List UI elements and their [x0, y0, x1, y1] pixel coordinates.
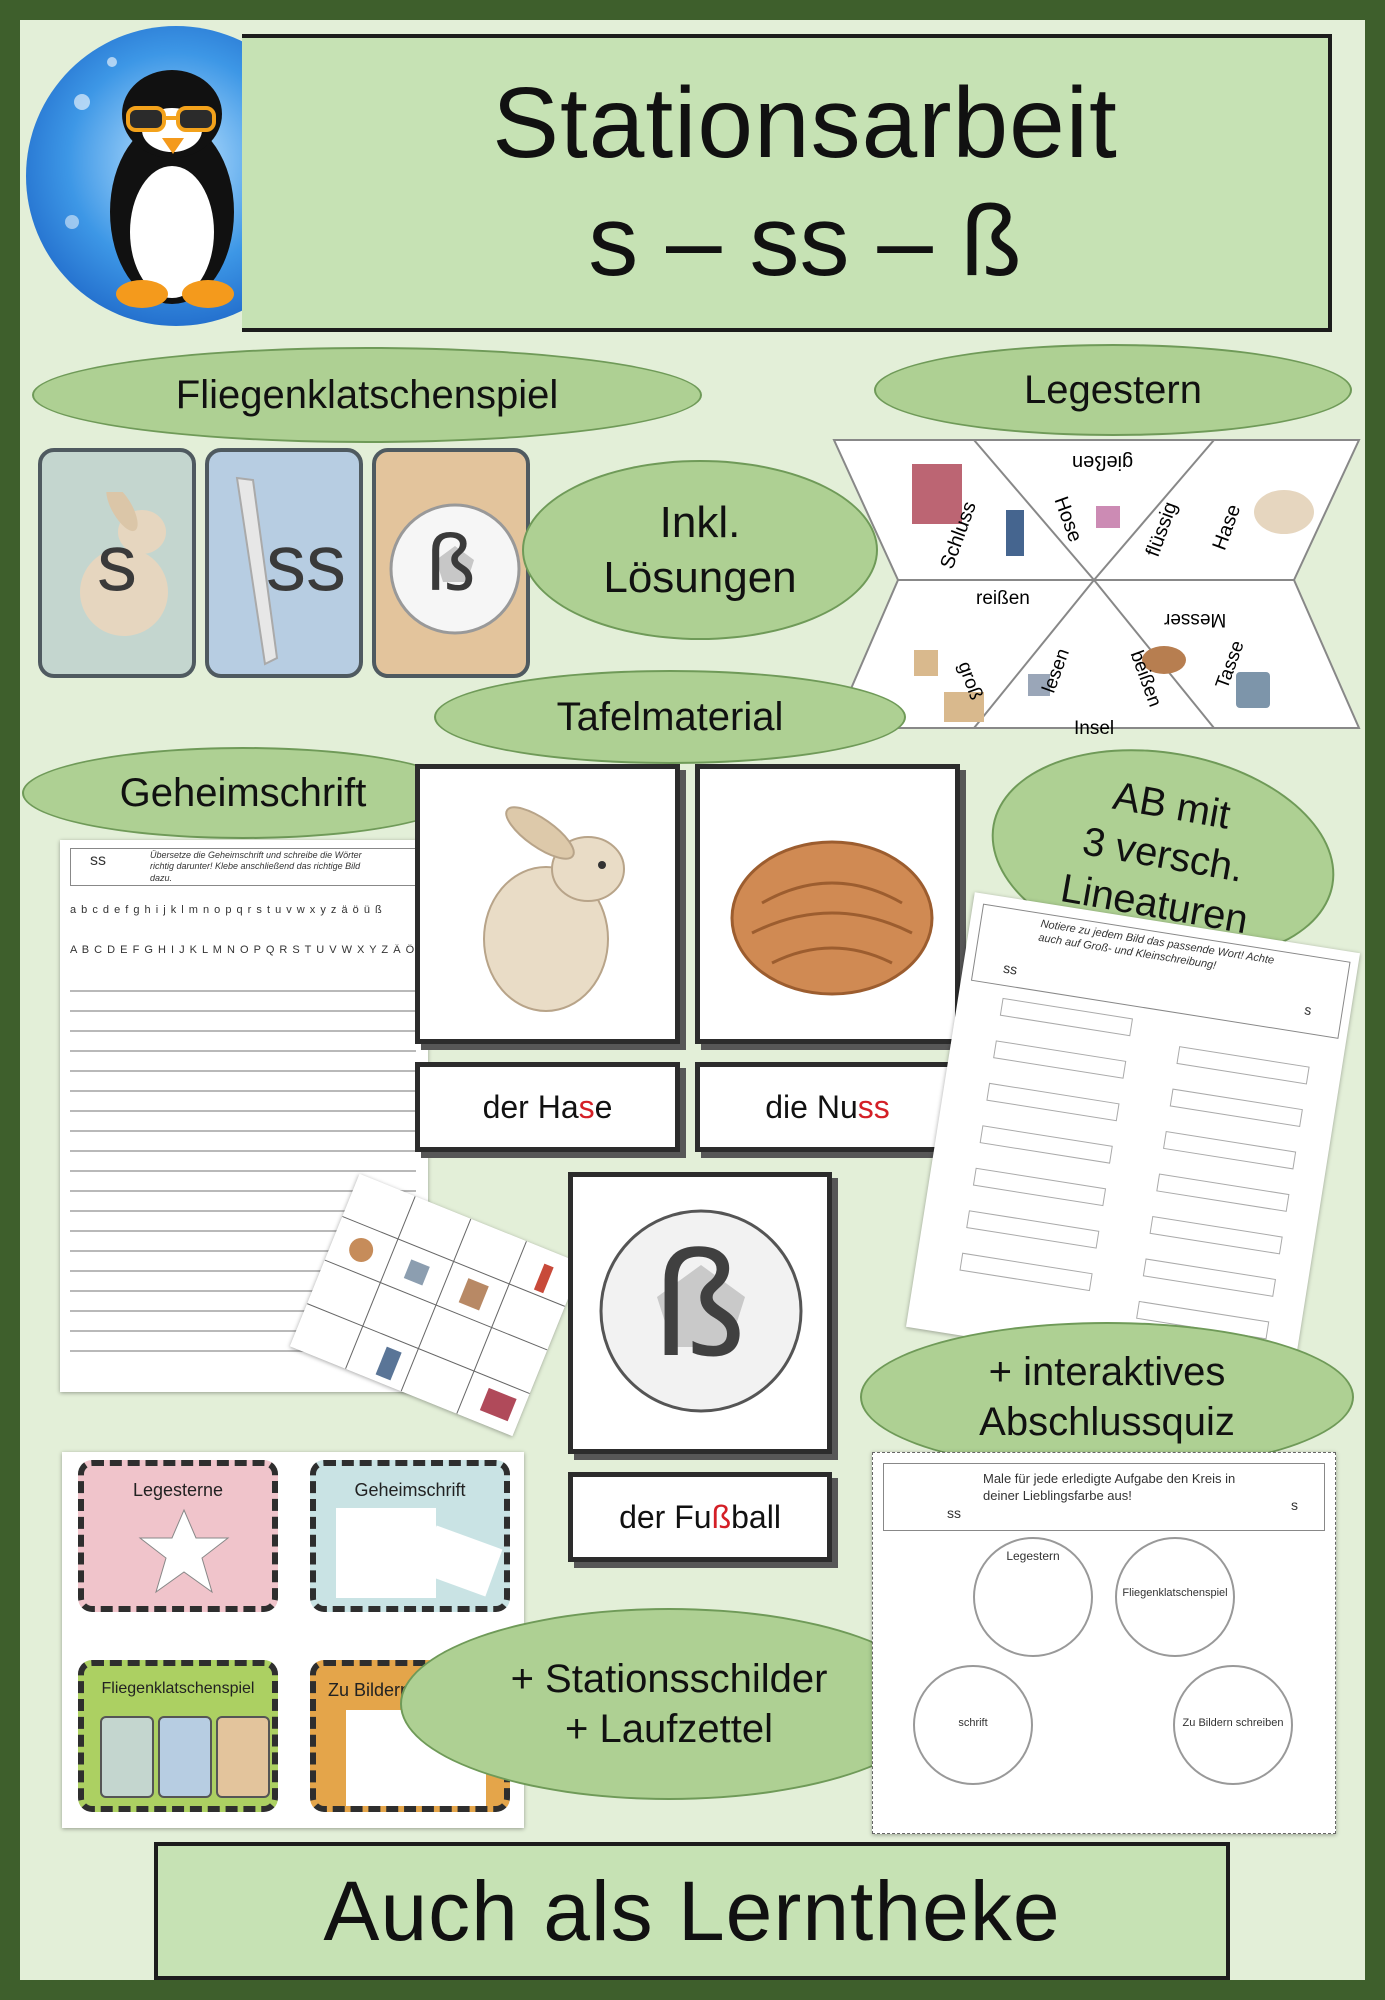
legestern-word-messer: Messer: [1164, 609, 1227, 630]
laufzettel-circle-fliegenklatschenspiel: Fliegenklatschenspiel: [1115, 1537, 1235, 1657]
page-title: Stationsarbeit: [492, 66, 1118, 179]
label-legestern: Legestern: [874, 344, 1352, 436]
laufzettel-sheet: Male für jede erledigte Aufgabe den Krei…: [872, 1452, 1336, 1834]
legestern-word-giessen: gießen: [1072, 451, 1134, 473]
board-fussball: ß: [568, 1172, 832, 1454]
geheim-header: ss: [90, 852, 106, 869]
label-stationsschilder: + Stationsschilder + Laufzettel: [400, 1608, 938, 1800]
laufzettel-circle-geheimschrift: schrift: [913, 1665, 1033, 1785]
ab-worksheet: Notiere zu jedem Bild das passende Wort!…: [905, 892, 1361, 1388]
bottom-box: Auch als Lerntheke: [154, 1842, 1230, 1980]
card-s: s: [38, 448, 196, 678]
legestern-star: gießen Schluss Hose flüssig Hase reißen …: [824, 428, 1369, 748]
geheim-alphabet-lower: a b c d e f g h i j k l m n o p q r s t …: [70, 904, 383, 916]
legestern-word-reissen: reißen: [976, 588, 1030, 609]
laufzettel-circle-zu-bildern: Zu Bildern schreiben: [1173, 1665, 1293, 1785]
card-ss: ss: [205, 448, 363, 678]
laufzettel-corner: s: [1291, 1497, 1298, 1513]
poster-panel: coolinschool Stationsarbeit s – ss – ß F…: [20, 20, 1365, 1980]
label-fliegenklatschenspiel: Fliegenklatschenspiel: [32, 347, 702, 443]
legestern-word-insel: Insel: [1074, 718, 1115, 739]
label-inkl-loesungen: Inkl. Lösungen: [522, 460, 878, 640]
card-ss-letter: ss: [266, 518, 346, 607]
board-nuss: [695, 764, 960, 1044]
label-geheimschrift: Geheimschrift: [22, 747, 464, 839]
geheim-instruction: Übersetze die Geheimschrift und schreibe…: [150, 850, 362, 883]
bottom-text: Auch als Lerntheke: [323, 1863, 1061, 1958]
laufzettel-header: ss: [947, 1505, 961, 1521]
ab-header: ss: [1002, 959, 1019, 978]
card-sz-letter: ß: [426, 518, 476, 607]
card-s-letter: s: [97, 518, 137, 607]
laufzettel-circle-legestern: Legestern: [973, 1537, 1093, 1657]
label-tafelmaterial: Tafelmaterial: [434, 670, 906, 764]
board-fussball-symbol: ß: [654, 1219, 746, 1387]
card-sz: ß: [372, 448, 530, 678]
picture-card-sheet: [289, 1173, 583, 1437]
mini-poster-geheimschrift: Geheimschrift: [310, 1460, 510, 1612]
board-hase: [415, 764, 680, 1044]
mini-poster-fliegenklatschenspiel: Fliegenklatschenspiel: [78, 1660, 278, 1812]
label-abschlussquiz: + interaktives Abschlussquiz: [860, 1322, 1354, 1472]
title-box: Stationsarbeit s – ss – ß: [242, 34, 1332, 332]
mini-poster-legesterne: Legesterne: [78, 1460, 278, 1612]
geheim-alphabet-upper: A B C D E F G H I J K L M N O P Q R S T …: [70, 944, 420, 956]
page-subtitle: s – ss – ß: [588, 184, 1022, 297]
laufzettel-instruction: Male für jede erledigte Aufgabe den Krei…: [983, 1471, 1236, 1503]
